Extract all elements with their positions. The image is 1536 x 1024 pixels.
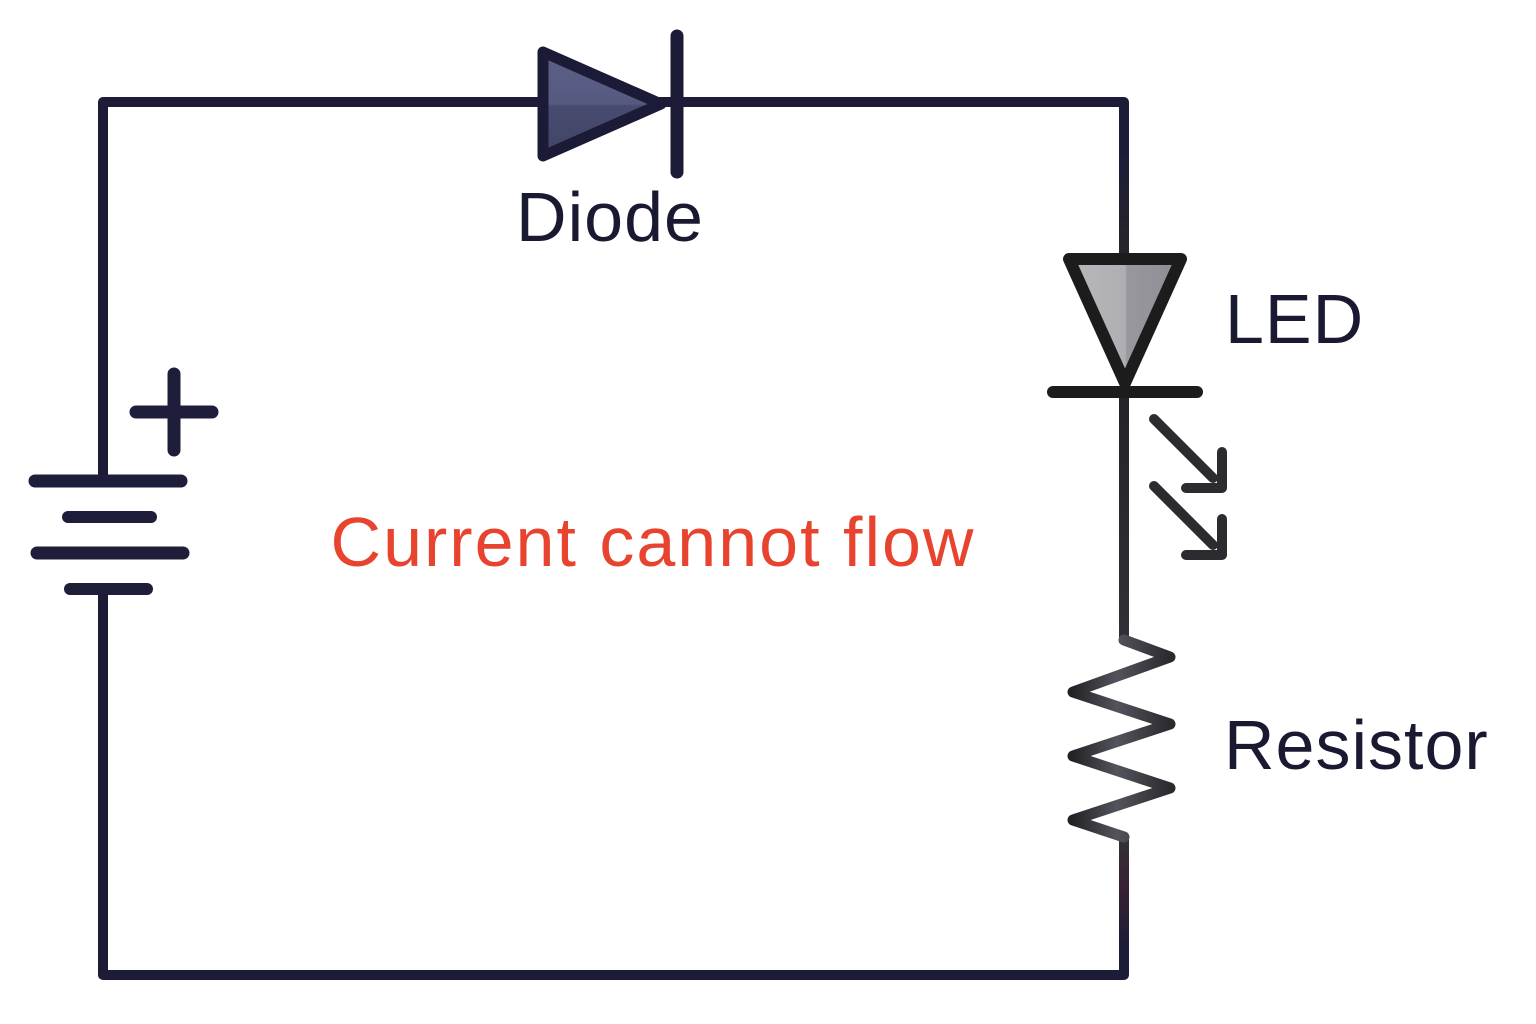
diode-triangle: [537, 46, 667, 162]
led-label: LED: [1225, 280, 1364, 358]
resistor-label: Resistor: [1224, 706, 1489, 784]
wire-bottom-loop: [98, 588, 1129, 980]
led-symbol: [1047, 253, 1227, 560]
light-arrow-2-head: [1181, 514, 1227, 560]
diode-symbol: [537, 29, 684, 179]
annotation-text: Current cannot flow: [331, 503, 976, 581]
battery-symbol: [28, 367, 219, 595]
light-arrow-1-head: [1181, 447, 1227, 493]
resistor-symbol: [1067, 634, 1176, 843]
led-triangle: [1063, 253, 1187, 389]
diode-label: Diode: [516, 178, 704, 256]
light-arrow-2-shaft: [1149, 481, 1218, 550]
light-arrow-1-shaft: [1149, 414, 1218, 483]
battery-positive-sign: [129, 367, 219, 457]
wire-top-loop: [98, 97, 1129, 481]
led-light-arrows: [1149, 414, 1227, 560]
